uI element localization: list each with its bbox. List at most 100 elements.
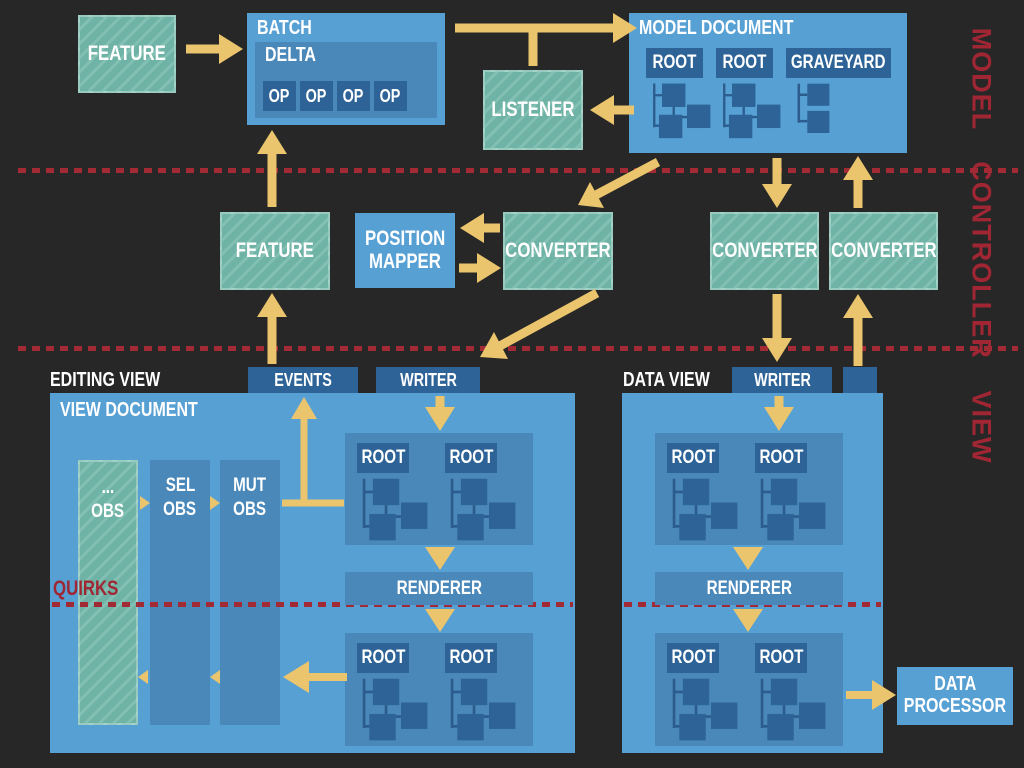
root-box: ROOT <box>667 443 719 473</box>
root-label: ROOT <box>759 447 803 468</box>
data-view-label: DATA VIEW <box>623 369 732 392</box>
op-label: OP <box>269 85 290 106</box>
editing-view-label-text: EDITING VIEW <box>50 369 161 391</box>
op-box: OP <box>374 81 407 111</box>
data-bottom-tree-panel: ROOT ROOT <box>655 633 843 746</box>
op-label: OP <box>306 85 327 106</box>
quirks-label-text: QUIRKS <box>53 577 119 600</box>
arrow-converter-to-position-mapper <box>460 213 500 243</box>
data-processor-line1: DATA <box>933 673 977 696</box>
editing-view-label: EDITING VIEW <box>50 369 188 392</box>
model-feature-box: FEATURE <box>78 15 176 93</box>
quirks-divider <box>52 602 573 607</box>
arrow-data-view-to-converter-upcast <box>843 294 873 366</box>
controller-feature-box: FEATURE <box>220 212 330 290</box>
op-box: OP <box>337 81 370 111</box>
converter-mid-box: CONVERTER <box>503 212 613 290</box>
model-controller-divider <box>18 168 1018 173</box>
writer-tab-label: WRITER <box>399 369 457 390</box>
arrow-model-document-to-listener <box>590 95 634 125</box>
controller-section-label: CONTROLLER <box>966 161 997 359</box>
arrow-batch-to-model-document <box>455 13 637 66</box>
batch-box: BATCH DELTA OP OP OP OP <box>247 13 445 125</box>
data-processor-line2: PROCESSOR <box>903 695 1007 717</box>
sel-obs-column: SEL OBS <box>150 460 210 725</box>
arrow-events-to-controller-feature <box>257 293 287 364</box>
writer-tab-label: WRITER <box>753 369 811 390</box>
arrow-position-mapper-to-converter <box>459 253 501 283</box>
root-label: ROOT <box>449 447 493 468</box>
op-box: OP <box>263 81 296 111</box>
listener-box: LISTENER <box>483 70 583 150</box>
arrow-model-document-to-converter-downcast <box>762 158 792 208</box>
model-root-box: ROOT <box>716 48 773 78</box>
quirks-label: QUIRKS <box>53 577 135 601</box>
delta-box: DELTA OP OP OP OP <box>255 42 437 118</box>
data-view-document-box: ROOT ROOT RENDERER ROOT ROOT <box>622 393 883 753</box>
root-label: ROOT <box>449 647 493 668</box>
root-box: ROOT <box>755 443 807 473</box>
view-document-label: VIEW DOCUMENT <box>60 399 198 421</box>
model-root-box: ROOT <box>646 48 703 78</box>
root-label: ROOT <box>722 52 767 73</box>
editing-writer-tab: WRITER <box>376 367 480 393</box>
obs-line1: ... <box>101 477 115 498</box>
data-view-label-text: DATA VIEW <box>623 369 710 391</box>
converter-label: CONVERTER <box>711 239 818 262</box>
position-mapper-line1: POSITION <box>364 226 446 250</box>
editing-renderer-bar: RENDERER <box>345 572 533 605</box>
events-tab: EVENTS <box>248 367 358 393</box>
root-box: ROOT <box>445 643 497 673</box>
converter-label: CONVERTER <box>830 239 937 262</box>
view-document-box: VIEW DOCUMENT ... OBS SEL OBS MUT OBS QU… <box>50 393 575 753</box>
data-processor-box: DATA PROCESSOR <box>897 667 1013 725</box>
model-section-label: MODEL <box>966 27 997 131</box>
op-label: OP <box>380 85 401 106</box>
batch-label: BATCH <box>257 17 312 39</box>
obs-line2: OBS <box>91 500 125 522</box>
op-box: OP <box>300 81 333 111</box>
root-box: ROOT <box>755 643 807 673</box>
model-feature-label: FEATURE <box>87 42 167 65</box>
converter-label: CONVERTER <box>505 239 611 262</box>
controller-feature-label: FEATURE <box>235 239 315 262</box>
sel-obs-line2: OBS <box>163 498 197 520</box>
root-box: ROOT <box>445 443 497 473</box>
root-label: ROOT <box>759 647 803 668</box>
renderer-label: RENDERER <box>396 577 482 599</box>
root-label: ROOT <box>361 647 405 668</box>
data-top-tree-panel: ROOT ROOT <box>655 433 843 545</box>
converter-upcast-box: CONVERTER <box>829 212 938 290</box>
root-box: ROOT <box>357 443 409 473</box>
editing-bottom-tree-panel: ROOT ROOT <box>345 633 533 746</box>
root-label: ROOT <box>671 647 715 668</box>
mut-obs-line2: OBS <box>233 498 267 520</box>
root-label: ROOT <box>652 52 697 73</box>
renderer-label: RENDERER <box>706 577 792 599</box>
events-tab-label: EVENTS <box>274 369 332 390</box>
arrow-feature-to-batch <box>186 34 243 64</box>
mut-obs-line1: MUT <box>233 475 267 496</box>
root-label: ROOT <box>671 447 715 468</box>
arrow-converter-upcast-to-model-document <box>843 156 873 208</box>
data-writer-tab: WRITER <box>732 367 832 393</box>
obs-column: ... OBS <box>78 460 138 725</box>
data-upcast-tab <box>843 367 877 393</box>
root-box: ROOT <box>357 643 409 673</box>
root-label: ROOT <box>361 447 405 468</box>
position-mapper-box: POSITION MAPPER <box>355 213 455 288</box>
converter-downcast-box: CONVERTER <box>710 212 819 290</box>
delta-label: DELTA <box>265 44 316 66</box>
listener-label: LISTENER <box>491 98 575 121</box>
data-renderer-bar: RENDERER <box>655 572 843 605</box>
graveyard-label: GRAVEYARD <box>791 52 886 73</box>
position-mapper-line2: MAPPER <box>369 249 441 273</box>
controller-view-divider <box>18 346 1018 351</box>
mut-obs-column: MUT OBS <box>220 460 280 725</box>
sel-obs-line1: SEL <box>165 475 195 496</box>
graveyard-box: GRAVEYARD <box>786 48 891 78</box>
editing-top-tree-panel: ROOT ROOT <box>345 433 533 545</box>
view-section-label: VIEW <box>966 390 997 464</box>
op-label: OP <box>343 85 364 106</box>
